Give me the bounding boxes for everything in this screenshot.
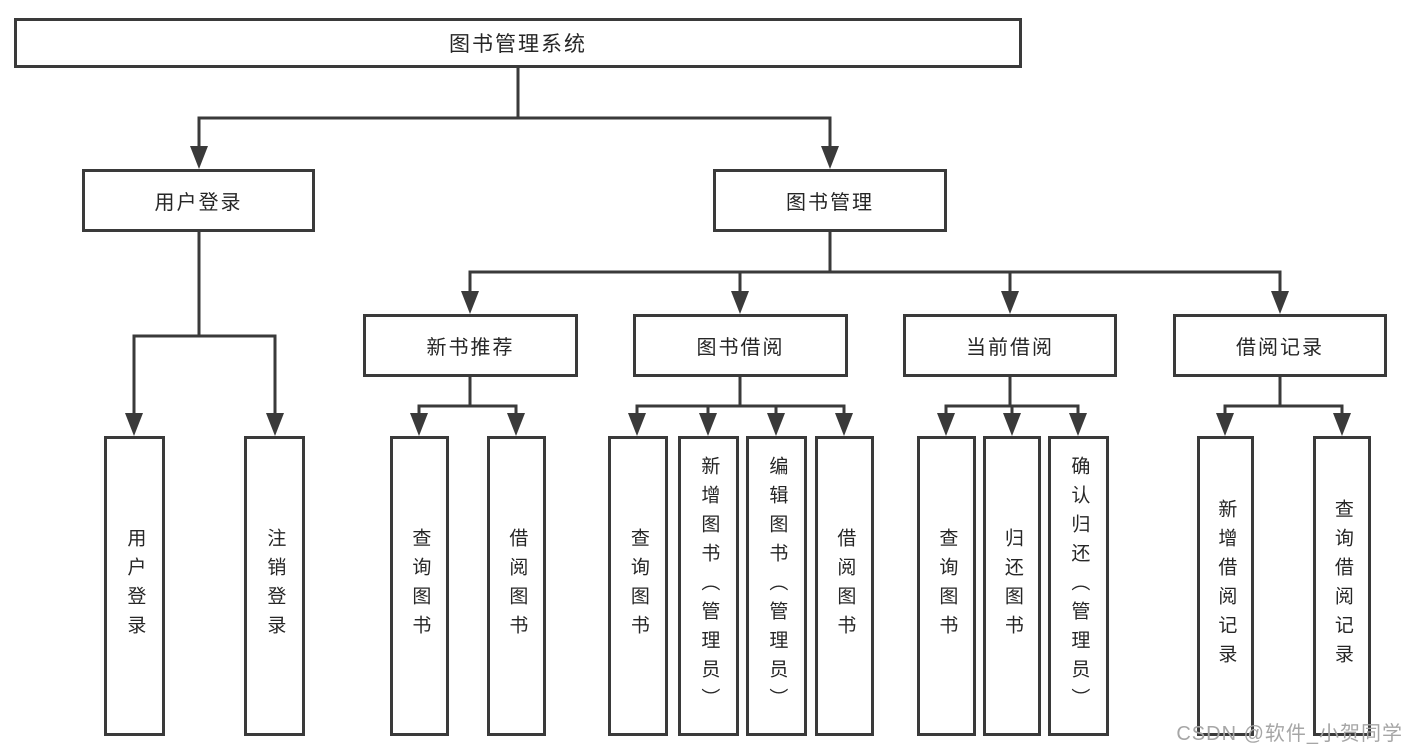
- node-book-management-label: 图书管理: [786, 192, 874, 214]
- node-add-borrow-record-label: 新增借阅记录: [1215, 499, 1237, 673]
- node-current-borrowing-label: 当前借阅: [966, 337, 1054, 359]
- node-logout-action-label: 注销登录: [264, 528, 286, 644]
- node-book-borrowing-label: 图书借阅: [696, 337, 785, 359]
- node-return-books-label: 归还图书: [1001, 528, 1023, 644]
- node-query-borrow-record-label: 查询借阅记录: [1331, 499, 1353, 673]
- node-add-book-admin-label: 新增图书（管理员）: [698, 455, 720, 717]
- node-borrow-books-borrowing-label: 借阅图书: [834, 528, 856, 644]
- node-new-book-recommend: 新书推荐: [363, 314, 578, 377]
- node-library-management-system-label: 图书管理系统: [449, 33, 587, 56]
- node-user-login-label: 用户登录: [154, 192, 243, 214]
- node-edit-book-admin-label: 编辑图书（管理员）: [766, 455, 788, 717]
- node-query-books-recommend-label: 查询图书: [409, 528, 431, 644]
- node-user-login-action: 用户登录: [104, 436, 165, 736]
- node-book-management: 图书管理: [713, 169, 947, 232]
- node-new-book-recommend-label: 新书推荐: [426, 337, 515, 359]
- node-book-borrowing: 图书借阅: [633, 314, 848, 377]
- node-return-books: 归还图书: [983, 436, 1041, 736]
- node-user-login: 用户登录: [82, 169, 315, 232]
- node-add-book-admin: 新增图书（管理员）: [678, 436, 739, 736]
- node-query-books-recommend: 查询图书: [390, 436, 449, 736]
- node-confirm-return-admin: 确认归还（管理员）: [1048, 436, 1109, 736]
- node-query-books-borrowing-label: 查询图书: [627, 528, 649, 644]
- node-logout-action: 注销登录: [244, 436, 305, 736]
- node-current-borrowing: 当前借阅: [903, 314, 1117, 377]
- node-borrow-books-recommend-label: 借阅图书: [506, 528, 528, 644]
- node-library-management-system: 图书管理系统: [14, 18, 1022, 68]
- node-add-borrow-record: 新增借阅记录: [1197, 436, 1254, 736]
- node-borrowing-records-label: 借阅记录: [1236, 337, 1324, 359]
- node-borrowing-records: 借阅记录: [1173, 314, 1387, 377]
- node-borrow-books-recommend: 借阅图书: [487, 436, 546, 736]
- node-borrow-books-borrowing: 借阅图书: [815, 436, 874, 736]
- node-confirm-return-admin-label: 确认归还（管理员）: [1068, 455, 1090, 717]
- csdn-watermark: CSDN @软件_小贺同学: [1176, 723, 1403, 745]
- node-query-books-current-label: 查询图书: [936, 528, 958, 644]
- node-edit-book-admin: 编辑图书（管理员）: [746, 436, 807, 736]
- node-query-borrow-record: 查询借阅记录: [1313, 436, 1371, 736]
- node-query-books-current: 查询图书: [917, 436, 976, 736]
- node-query-books-borrowing: 查询图书: [608, 436, 668, 736]
- node-user-login-action-label: 用户登录: [124, 528, 146, 644]
